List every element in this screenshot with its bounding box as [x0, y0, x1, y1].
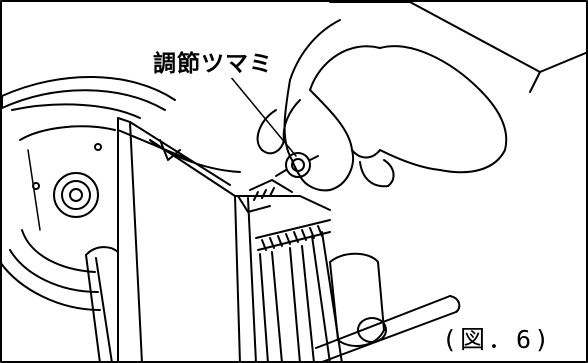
wheel — [0, 76, 176, 311]
cylinder — [329, 252, 387, 347]
spring-mechanism — [237, 179, 343, 363]
adjustment-knob — [275, 152, 319, 178]
machine-body — [85, 117, 331, 363]
figure-caption: (図．6) — [440, 320, 555, 356]
handle-bar — [315, 295, 461, 363]
callout-leader-line — [229, 75, 297, 157]
adjustment-knob-label: 調節ツマミ — [150, 44, 276, 78]
hand — [256, 1, 588, 192]
